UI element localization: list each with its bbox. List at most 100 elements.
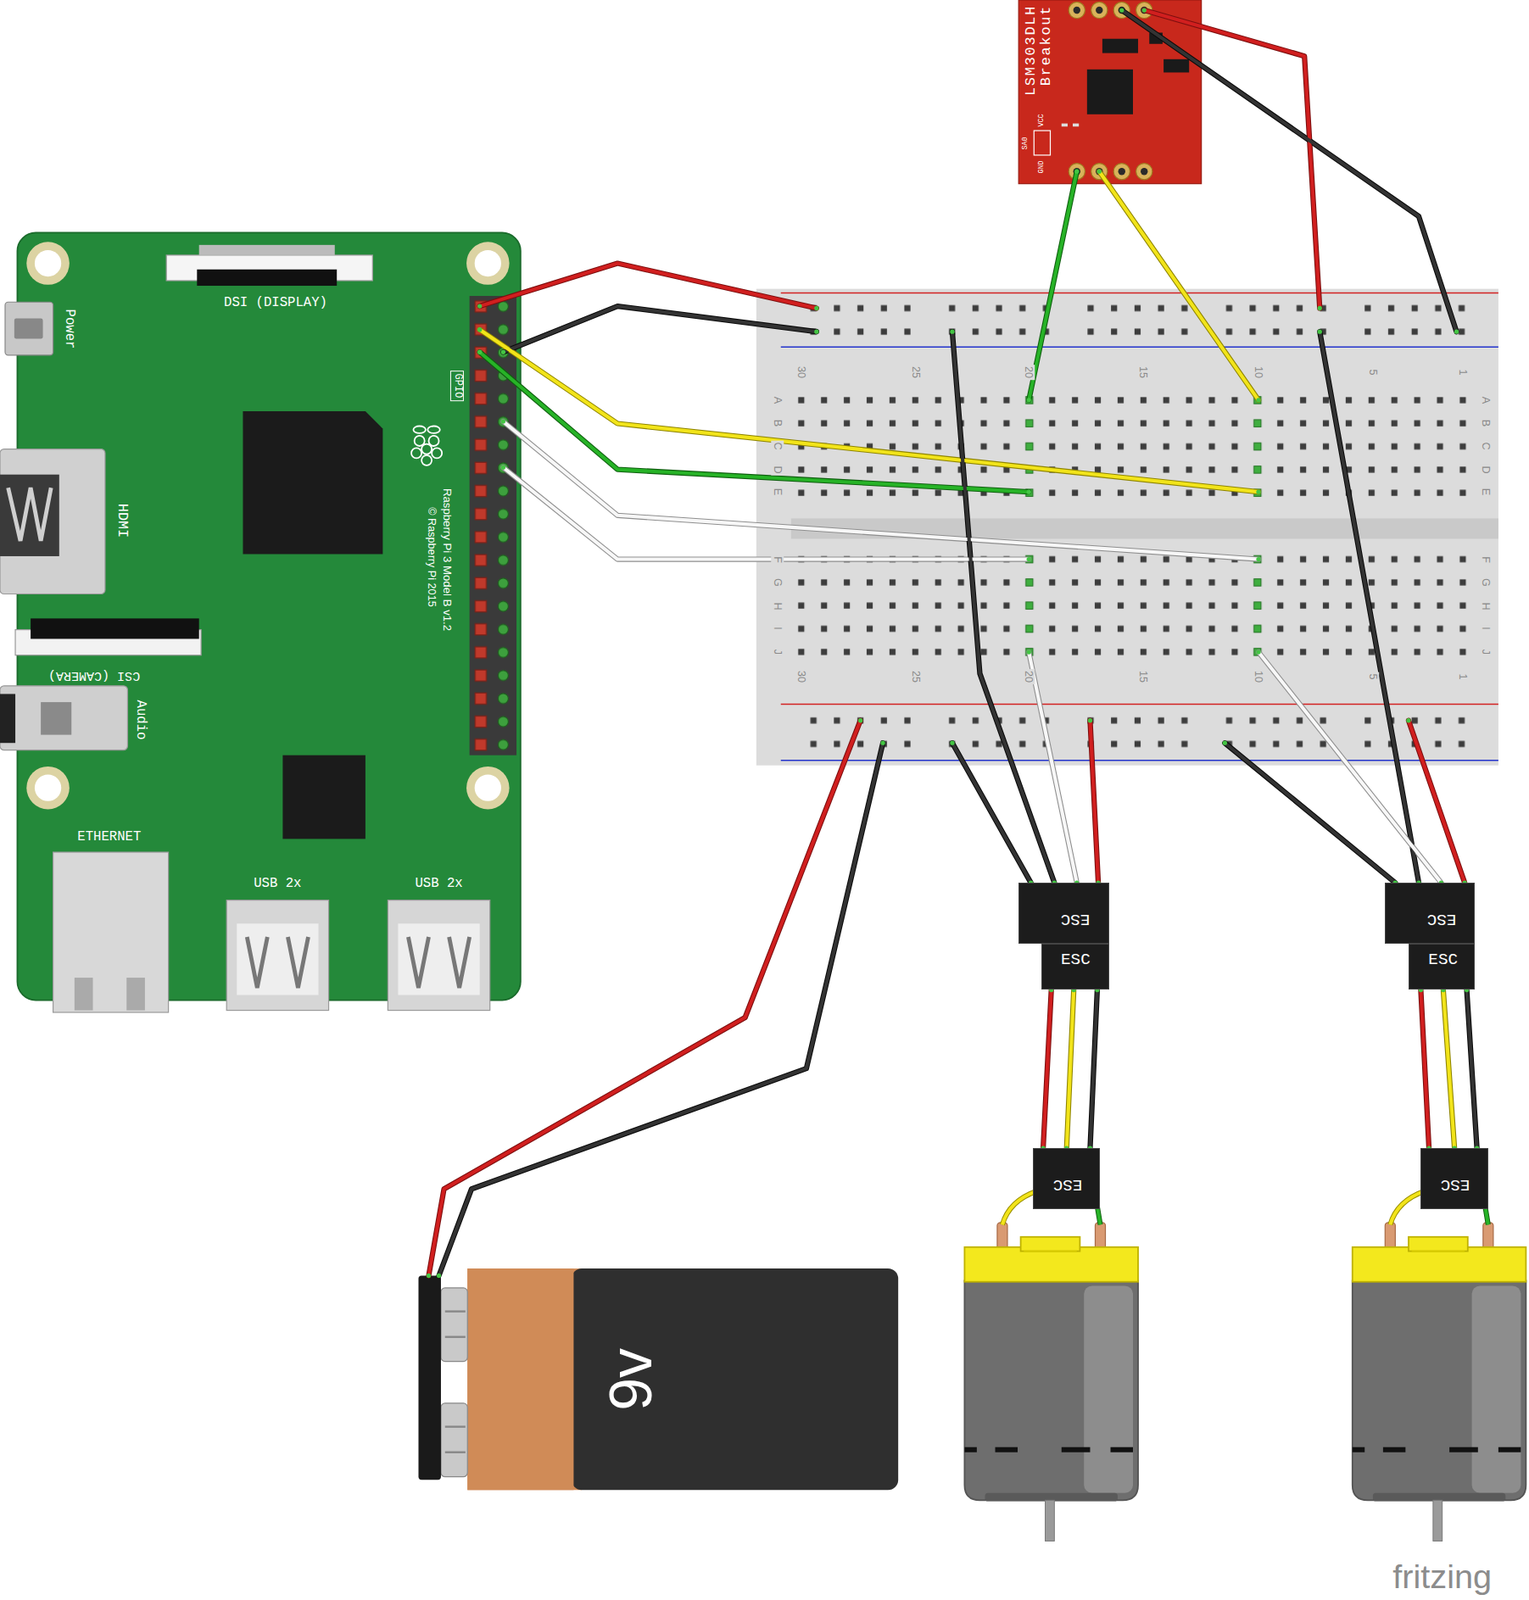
breadboard-body [781, 345, 1499, 348]
wire-outline [479, 329, 1259, 492]
wire [1467, 989, 1478, 1149]
raspberry-pi-board [411, 447, 422, 458]
battery-body [418, 1276, 441, 1481]
raspberry-pi-board [5, 301, 54, 356]
dc-motors [964, 1191, 1526, 1542]
wire [1099, 171, 1259, 401]
breadboard-body [1245, 547, 1269, 665]
pin-label: SA0 [1021, 136, 1031, 150]
raspberry-pi-board [34, 775, 62, 802]
row-letter: E [1479, 486, 1493, 497]
pin-label: GND [1037, 161, 1047, 174]
row-letter: A [1479, 395, 1493, 406]
wire-outline [952, 742, 1032, 883]
wire-end [1255, 557, 1261, 562]
wire [1258, 652, 1441, 883]
sensor-breakout-board [1102, 39, 1139, 54]
raspberry-pi-board [242, 411, 383, 555]
raspberry-pi-board [74, 977, 94, 1011]
wire-end [1317, 329, 1323, 335]
wire [1089, 989, 1097, 1149]
wire [1224, 742, 1396, 883]
part-label: ESC [1428, 950, 1458, 970]
raspberry-pi-board [412, 426, 425, 434]
column-number: 20 [1022, 669, 1036, 685]
wire-end [477, 327, 482, 332]
row-letter: E [771, 486, 785, 497]
wire-end [1222, 741, 1228, 746]
column-number: 15 [1137, 364, 1150, 380]
wire-end [501, 350, 506, 355]
wire [1408, 720, 1465, 883]
wire-end [880, 741, 885, 746]
raspberry-pi-board [466, 241, 510, 285]
wire-end [501, 465, 506, 470]
wire-outline [502, 306, 817, 352]
wire-end [1097, 169, 1102, 174]
row-letter: C [1479, 440, 1493, 453]
column-number: 30 [795, 669, 809, 685]
fritzing-illustration [0, 0, 1526, 1541]
column-number: 5 [1367, 368, 1380, 378]
wire-end [436, 1273, 441, 1278]
raspberry-pi-board [196, 269, 337, 286]
column-number: 25 [909, 669, 922, 685]
wire-end [1142, 7, 1147, 12]
raspberry-pi-board [282, 755, 365, 840]
raspberry-pi-board [427, 426, 440, 434]
dc-motors [1352, 1191, 1527, 1542]
wire-outline [479, 263, 817, 309]
sensor-breakout-board [1136, 163, 1153, 180]
raspberry-pi-board [0, 693, 16, 743]
wire-end [1406, 718, 1411, 723]
board-label: Raspberry Pi 3 Model B v1.2 [440, 487, 454, 631]
row-letter: G [771, 577, 785, 589]
wire [1089, 720, 1099, 883]
wire-outline [1420, 989, 1429, 1149]
wire-outline [1043, 989, 1052, 1149]
raspberry-pi-board [246, 937, 308, 988]
wire-outline [1143, 10, 1320, 308]
raspberry-pi-board [474, 775, 502, 802]
battery-body [445, 1425, 466, 1428]
row-letter: G [1479, 577, 1493, 589]
port-label: ETHERNET [77, 829, 141, 845]
esc-connector: ESC [1041, 943, 1111, 990]
pin-label: VCC [1037, 113, 1047, 127]
wire-end [814, 329, 819, 335]
esc-connector: ESC [1408, 943, 1475, 990]
column-number: 30 [795, 364, 809, 380]
breadboard-body [1245, 388, 1269, 505]
battery-body [571, 1268, 899, 1490]
raspberry-pi-board [226, 900, 329, 1011]
row-letter: I [1479, 625, 1493, 632]
sensor-breakout-board [1087, 69, 1133, 115]
watermark: fritzing [1392, 1557, 1492, 1597]
column-number: 5 [1367, 672, 1380, 682]
part-label: ESC [1060, 950, 1091, 970]
part-label: ESC [1052, 1175, 1083, 1195]
wire-end [1255, 397, 1261, 402]
wire-end [501, 418, 506, 424]
breadboard-body [781, 292, 1499, 295]
wire-end [477, 350, 482, 355]
port-label: CSI (CAMERA) [48, 667, 140, 682]
sensor-breakout-board [1072, 123, 1079, 128]
wire [1043, 989, 1052, 1149]
raspberry-pi-board [199, 245, 335, 256]
column-number: 1 [1456, 672, 1469, 682]
column-number: 10 [1252, 669, 1266, 685]
port-label: USB 2x [253, 876, 302, 892]
esc-connector: ESC [1420, 1148, 1488, 1210]
raspberry-pi-board [466, 766, 510, 810]
breadboard-body [801, 296, 1495, 344]
wire-end [1454, 329, 1459, 335]
raspberry-pi-board [387, 900, 490, 1011]
raspberry-pi-board [30, 618, 200, 639]
wire-end [1317, 306, 1323, 311]
battery-body [440, 1288, 468, 1362]
raspberry-pi-board [474, 250, 502, 277]
wire-outline [1408, 720, 1465, 883]
raspberry-pi-board [26, 766, 70, 810]
